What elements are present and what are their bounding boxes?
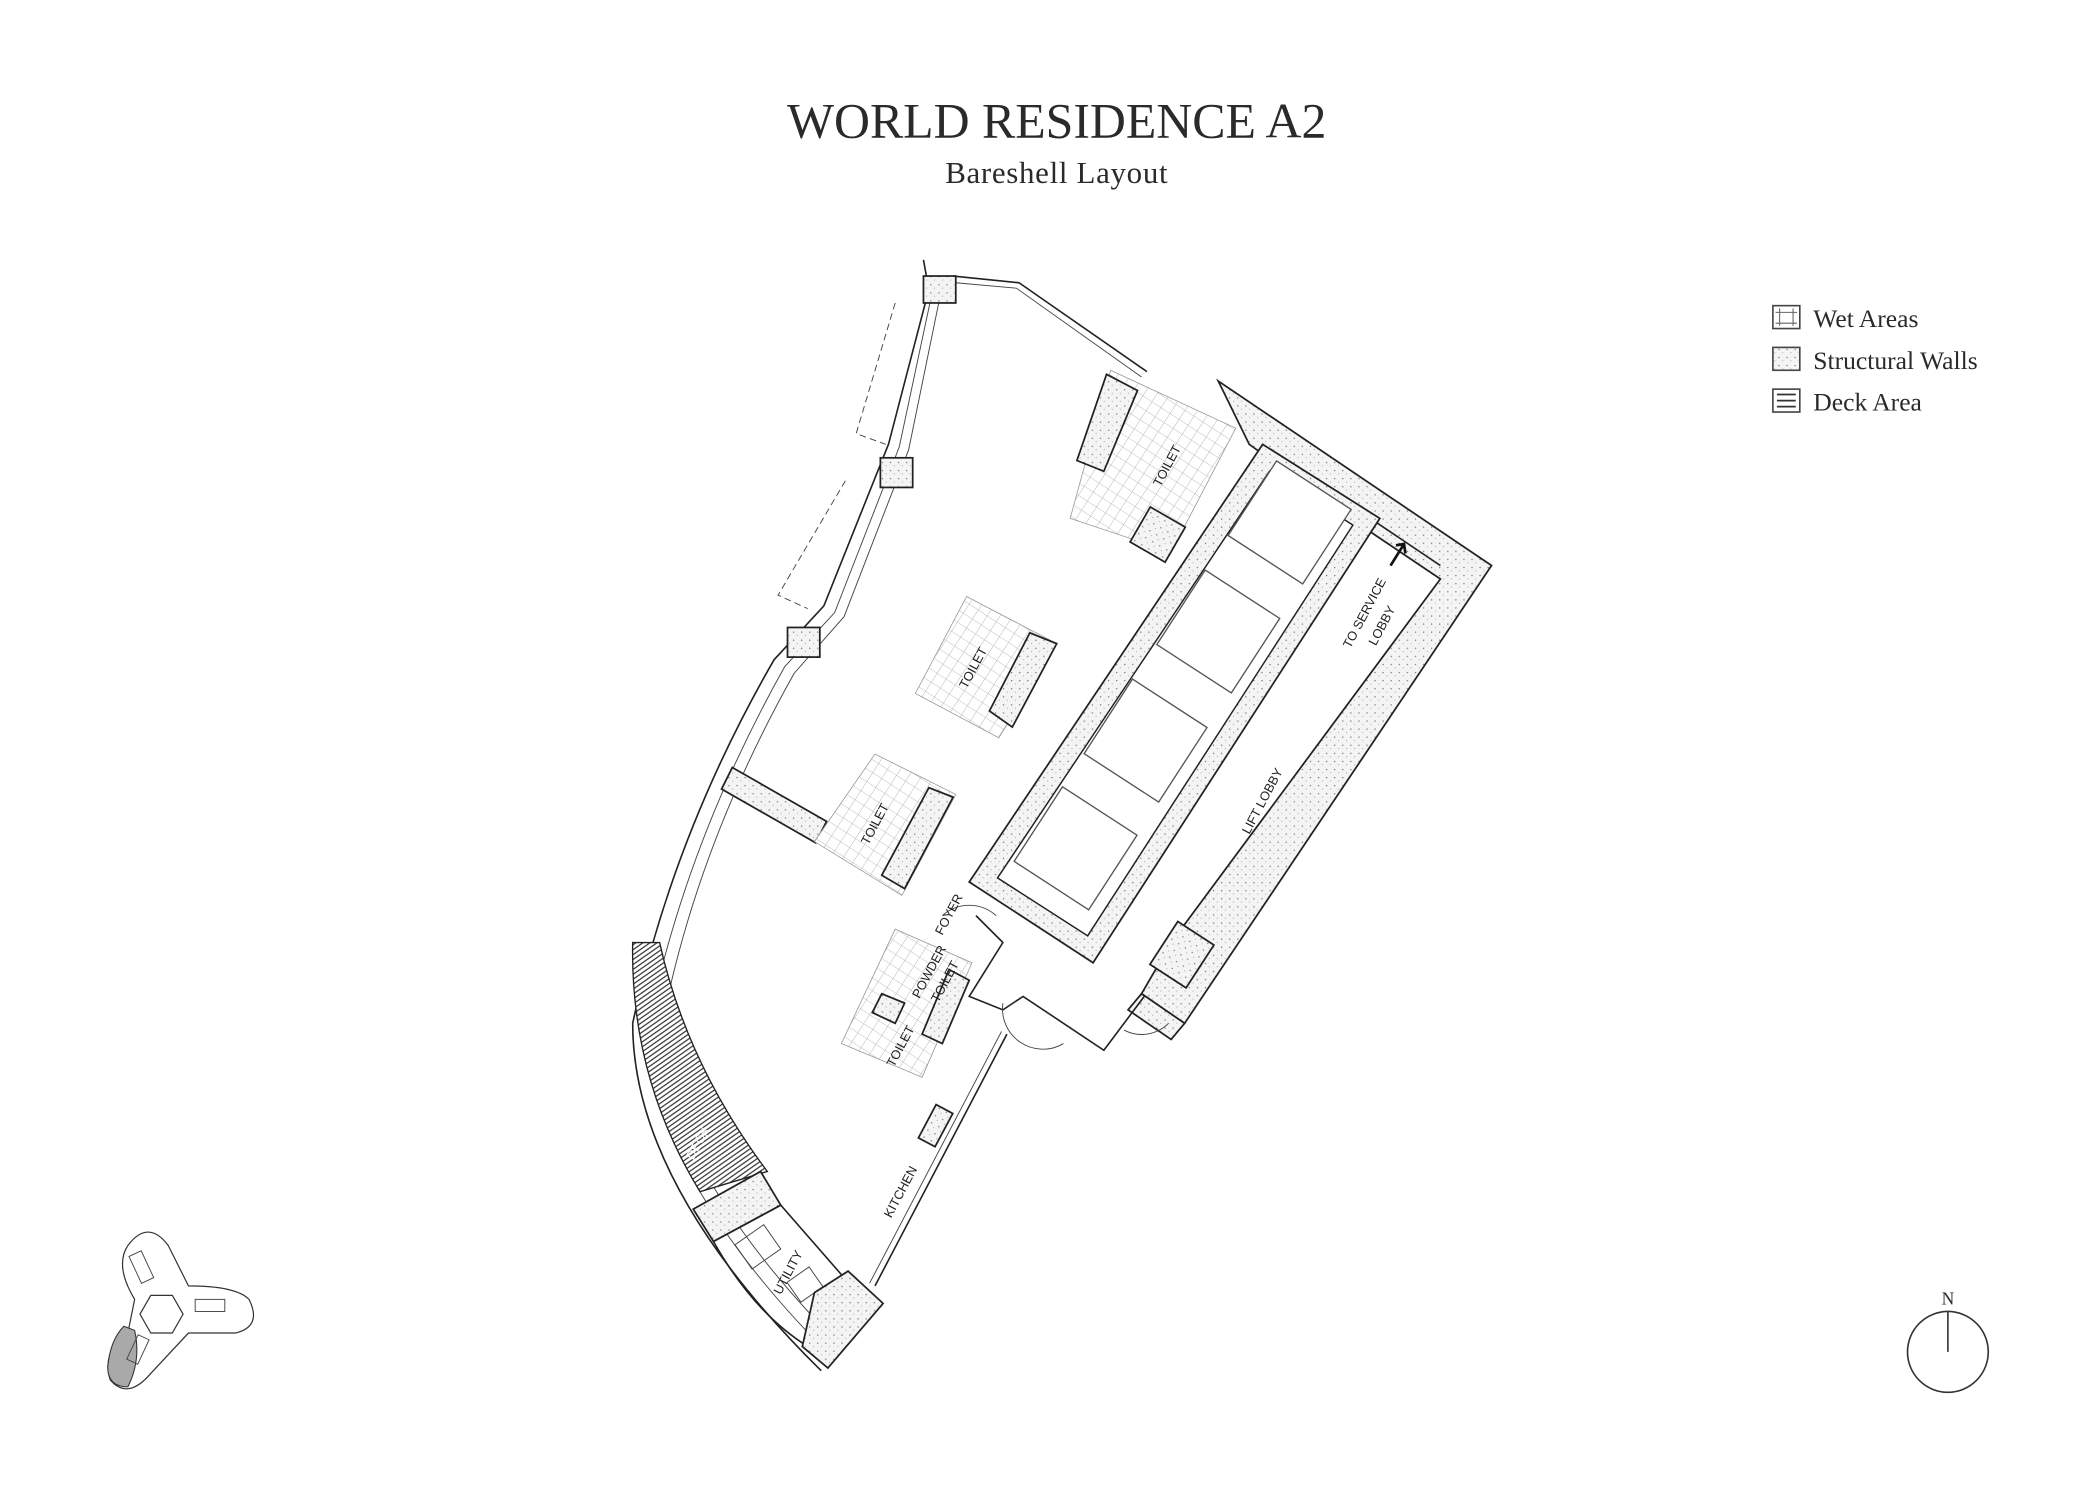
lift-shafts: [1013, 460, 1352, 911]
compass-north-label: N: [1942, 1289, 1955, 1309]
kitchen-wall: [874, 1033, 1008, 1287]
legend-item-wet-areas: Wet Areas: [1772, 304, 1918, 333]
legend-item-structural-walls: Structural Walls: [1772, 346, 1978, 375]
legend-label: Wet Areas: [1813, 304, 1918, 333]
wet-area-powder: [840, 928, 973, 1078]
deck-area: [631, 941, 769, 1193]
page-title: WORLD RESIDENCE A2: [787, 93, 1326, 148]
facade-wall: [631, 259, 930, 1372]
north-compass-icon: N: [1906, 1289, 1990, 1394]
legend-label: Deck Area: [1813, 388, 1922, 417]
legend-label: Structural Walls: [1813, 346, 1977, 375]
hatch-swatch-icon: [1772, 388, 1801, 413]
legend: Wet Areas Structural Walls Deck Area: [1772, 304, 1978, 417]
page-subtitle: Bareshell Layout: [945, 155, 1168, 190]
key-plan-highlight: [107, 1325, 138, 1388]
room-label-foyer: FOYER: [932, 891, 966, 937]
north-east-wall: [952, 275, 1148, 373]
legend-item-deck-area: Deck Area: [1772, 388, 1922, 417]
arrow-icon: [1389, 542, 1407, 567]
key-plan: [107, 1231, 255, 1390]
floor-plan: TOILET TOILET TOILET FOYER POWDER TOILET…: [631, 259, 1493, 1372]
wet-area-toilet-center: [914, 595, 1058, 739]
stipple-swatch-icon: [1772, 346, 1801, 372]
grid-swatch-icon: [1772, 304, 1801, 330]
